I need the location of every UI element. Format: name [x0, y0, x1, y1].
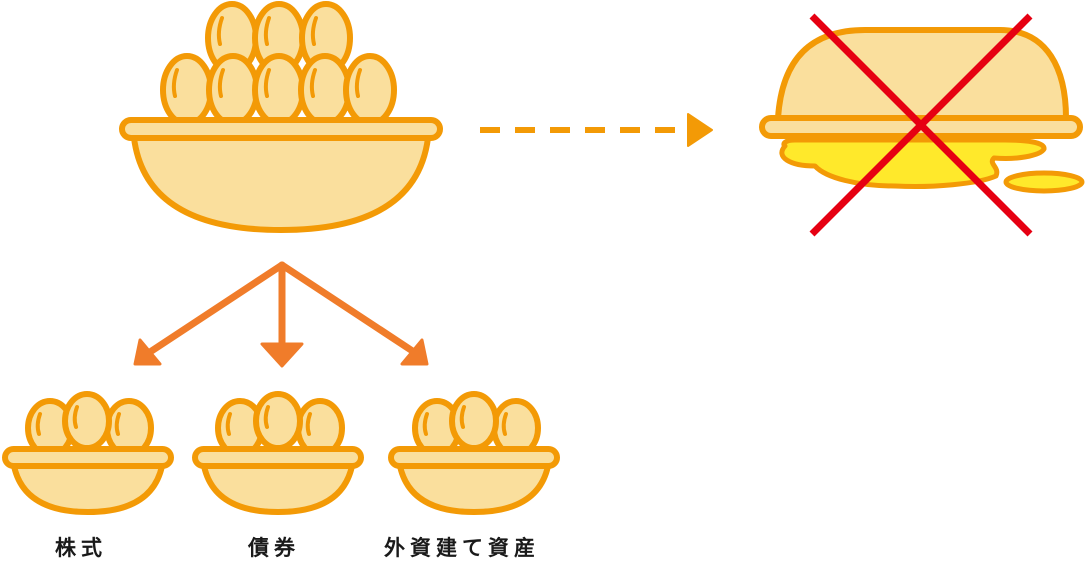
- basket-bowl: [11, 463, 165, 515]
- arrow-head-icon: [400, 338, 429, 366]
- red-cross-icon: [809, 13, 1033, 237]
- small-basket-stocks: [2, 394, 174, 515]
- arrow-head-icon: [133, 338, 162, 366]
- small-basket-bonds: [192, 394, 364, 515]
- basket-rim: [2, 446, 174, 469]
- arrow-line: [278, 261, 418, 356]
- egg-icon: [256, 394, 300, 448]
- diversify-arrows: [133, 261, 429, 368]
- arrow-line: [146, 261, 286, 356]
- egg-icon: [346, 56, 394, 124]
- basket-rim: [119, 117, 443, 141]
- basket-rim: [388, 446, 560, 469]
- label-foreign-assets: 外資建て資産: [384, 536, 540, 560]
- egg-icon: [209, 56, 257, 124]
- egg-icon: [163, 56, 211, 124]
- dashed-arrow-icon: [480, 113, 713, 147]
- arrow-head-icon: [260, 342, 304, 368]
- basket-bowl: [131, 135, 431, 233]
- egg-icon: [65, 394, 109, 448]
- basket-bowl: [397, 463, 551, 515]
- basket-rim: [192, 446, 364, 469]
- label-stocks: 株式: [55, 536, 107, 560]
- yolk-puddle: [1003, 170, 1085, 194]
- dropped-basket: [759, 13, 1085, 237]
- egg-icon: [452, 394, 496, 448]
- overturned-bowl: [775, 27, 1069, 121]
- full-egg-basket: [119, 4, 443, 233]
- label-bonds: 債券: [248, 536, 300, 560]
- spilled-yolk: [779, 137, 1047, 190]
- egg-icon: [301, 56, 349, 124]
- egg-icon: [255, 56, 303, 124]
- small-basket-foreign-assets: [388, 394, 560, 515]
- basket-bowl: [201, 463, 355, 515]
